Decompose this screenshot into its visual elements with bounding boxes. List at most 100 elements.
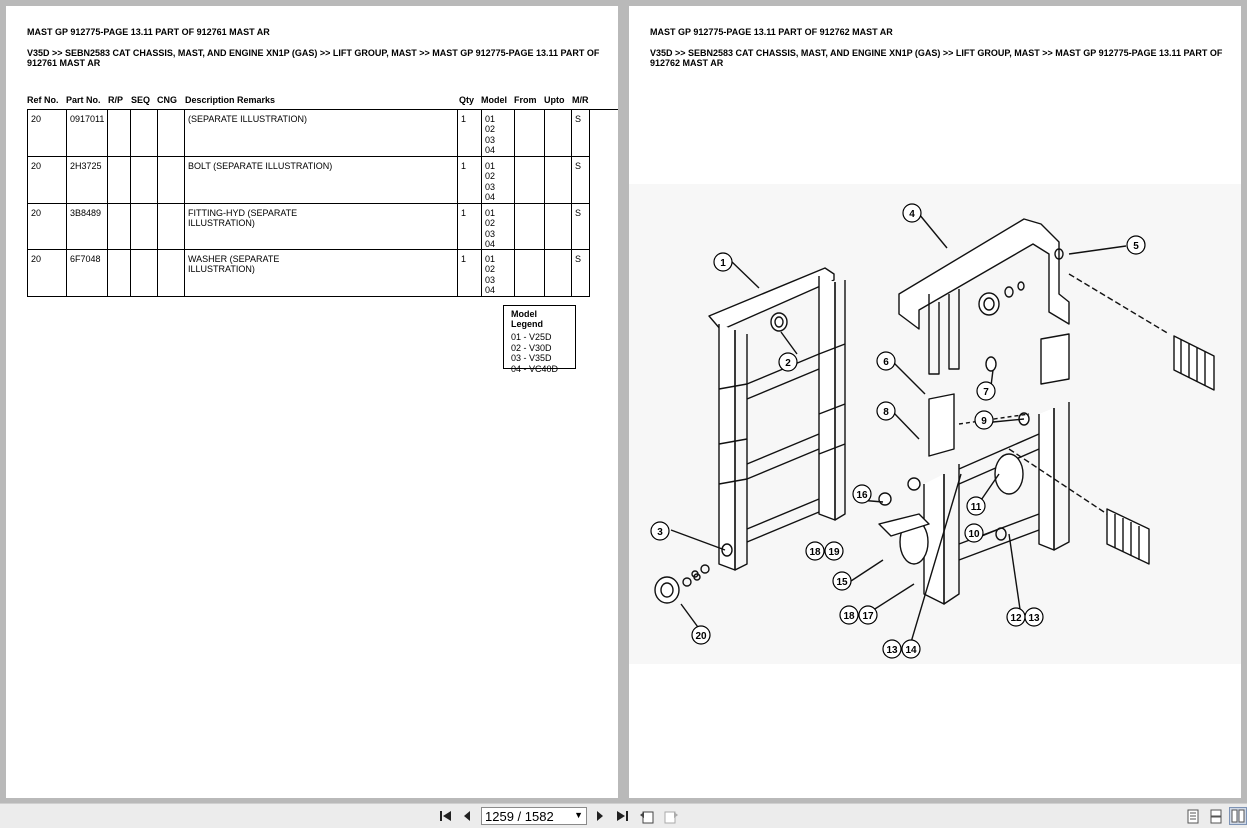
legend-title: Model Legend <box>511 309 544 329</box>
cell-cng <box>158 250 185 296</box>
callout-16: 16 <box>852 484 872 504</box>
cell-desc: WASHER (SEPARATE ILLUSTRATION) <box>185 250 458 296</box>
cell-rp <box>108 204 131 249</box>
cell-qty: 1 <box>458 110 482 156</box>
continuous-page-icon[interactable] <box>1207 807 1225 825</box>
cell-rp <box>108 250 131 296</box>
cell-qty: 1 <box>458 157 482 203</box>
cell-ref: 20 <box>28 110 67 156</box>
cell-mr: S <box>575 254 582 264</box>
svg-text:4: 4 <box>909 209 915 220</box>
cell-upto <box>545 110 572 156</box>
callout-14: 14 <box>901 639 921 659</box>
svg-text:13: 13 <box>886 645 898 656</box>
last-page-icon[interactable] <box>613 807 631 825</box>
callout-3: 3 <box>650 521 670 541</box>
callout-6: 6 <box>876 351 896 371</box>
cell-seq <box>131 110 158 156</box>
cell-part: 6F7048 <box>67 250 108 296</box>
cell-part: 0917011 <box>67 110 108 156</box>
svg-text:2: 2 <box>785 358 791 369</box>
legend-item: 03 - V35D <box>511 353 552 363</box>
breadcrumb: V35D >> SEBN2583 CAT CHASSIS, MAST, AND … <box>650 48 1223 68</box>
col-part-no: Part No. <box>66 95 101 105</box>
pdf-toolbar: 1259 / 1582 ▼ <box>0 803 1247 828</box>
svg-text:10: 10 <box>968 529 980 540</box>
right-page: MAST GP 912775-PAGE 13.11 PART OF 912762… <box>629 6 1241 798</box>
svg-text:13: 13 <box>1028 613 1040 624</box>
col-upto: Upto <box>544 95 565 105</box>
cell-model: 01 02 03 04 <box>482 204 515 249</box>
col-rp: R/P <box>108 95 124 105</box>
first-page-icon[interactable] <box>437 807 455 825</box>
cell-seq <box>131 204 158 249</box>
cell-seq <box>131 250 158 296</box>
callout-2: 2 <box>778 352 798 372</box>
cell-from <box>515 250 545 296</box>
page-title: MAST GP 912775-PAGE 13.11 PART OF 912761… <box>27 27 270 37</box>
callout-18a: 18 <box>839 605 859 625</box>
mast-exploded-view: 1 2 3 4 5 6 7 8 9 10 11 12 13 13 14 15 1… <box>650 203 1215 659</box>
cell-upto <box>545 204 572 249</box>
cell-cng <box>158 204 185 249</box>
callout-1: 1 <box>713 252 733 272</box>
svg-text:8: 8 <box>883 407 889 418</box>
back-view-icon[interactable] <box>638 807 656 825</box>
callout-13b: 13 <box>882 639 902 659</box>
svg-text:18: 18 <box>843 611 855 622</box>
parts-diagram: 1 2 3 4 5 6 7 8 9 10 11 12 13 13 14 15 1… <box>629 184 1241 664</box>
svg-text:1: 1 <box>720 258 726 269</box>
svg-text:15: 15 <box>836 577 848 588</box>
svg-text:19: 19 <box>828 547 840 558</box>
next-page-icon[interactable] <box>591 807 609 825</box>
prev-page-icon[interactable] <box>458 807 476 825</box>
callout-7: 7 <box>976 381 996 401</box>
cell-ref: 20 <box>28 157 67 203</box>
col-ref-no: Ref No. <box>27 95 59 105</box>
cell-from <box>515 157 545 203</box>
cell-part: 3B8489 <box>67 204 108 249</box>
svg-text:11: 11 <box>971 502 982 513</box>
callout-17: 17 <box>858 605 878 625</box>
cell-qty: 1 <box>458 204 482 249</box>
legend-item: 04 - VC40D <box>511 363 559 374</box>
cell-part: 2H3725 <box>67 157 108 203</box>
svg-text:3: 3 <box>657 527 663 538</box>
table-row: 20 6F7048 WASHER (SEPARATE ILLUSTRATION)… <box>27 250 590 297</box>
col-from: From <box>514 95 537 105</box>
page-number-select[interactable]: 1259 / 1582 ▼ <box>481 807 587 825</box>
cell-mr: S <box>575 161 582 171</box>
svg-text:9: 9 <box>981 416 987 427</box>
forward-view-icon[interactable] <box>662 807 680 825</box>
two-page-icon[interactable] <box>1229 807 1247 825</box>
table-header: Ref No. Part No. R/P SEQ CNG Description… <box>27 92 618 110</box>
cell-mr: S <box>575 114 582 124</box>
callout-4: 4 <box>902 203 922 223</box>
callout-11: 11 <box>966 496 986 516</box>
callout-19: 19 <box>824 541 844 561</box>
cell-model: 01 02 03 04 <box>482 110 515 156</box>
cell-rp <box>108 110 131 156</box>
svg-text:14: 14 <box>905 645 917 656</box>
cell-ref: 20 <box>28 250 67 296</box>
table-row: 20 0917011 (SEPARATE ILLUSTRATION) 1 01 … <box>27 110 590 157</box>
table-row: 20 2H3725 BOLT (SEPARATE ILLUSTRATION) 1… <box>27 157 590 204</box>
svg-text:18: 18 <box>809 547 821 558</box>
col-model: Model <box>481 95 507 105</box>
cell-seq <box>131 157 158 203</box>
callout-5: 5 <box>1126 235 1146 255</box>
callout-8: 8 <box>876 401 896 421</box>
page-title: MAST GP 912775-PAGE 13.11 PART OF 912762… <box>650 27 893 37</box>
cell-rp <box>108 157 131 203</box>
cell-model: 01 02 03 04 <box>482 250 515 296</box>
callout-10: 10 <box>964 523 984 543</box>
single-page-icon[interactable] <box>1184 807 1202 825</box>
svg-text:5: 5 <box>1133 241 1139 252</box>
callout-20: 20 <box>691 625 711 645</box>
callout-12: 12 <box>1006 607 1026 627</box>
cell-cng <box>158 110 185 156</box>
col-qty: Qty <box>459 95 475 105</box>
cell-cng <box>158 157 185 203</box>
svg-text:17: 17 <box>862 611 874 622</box>
table-row: 20 3B8489 FITTING-HYD (SEPARATE ILLUSTRA… <box>27 204 590 250</box>
